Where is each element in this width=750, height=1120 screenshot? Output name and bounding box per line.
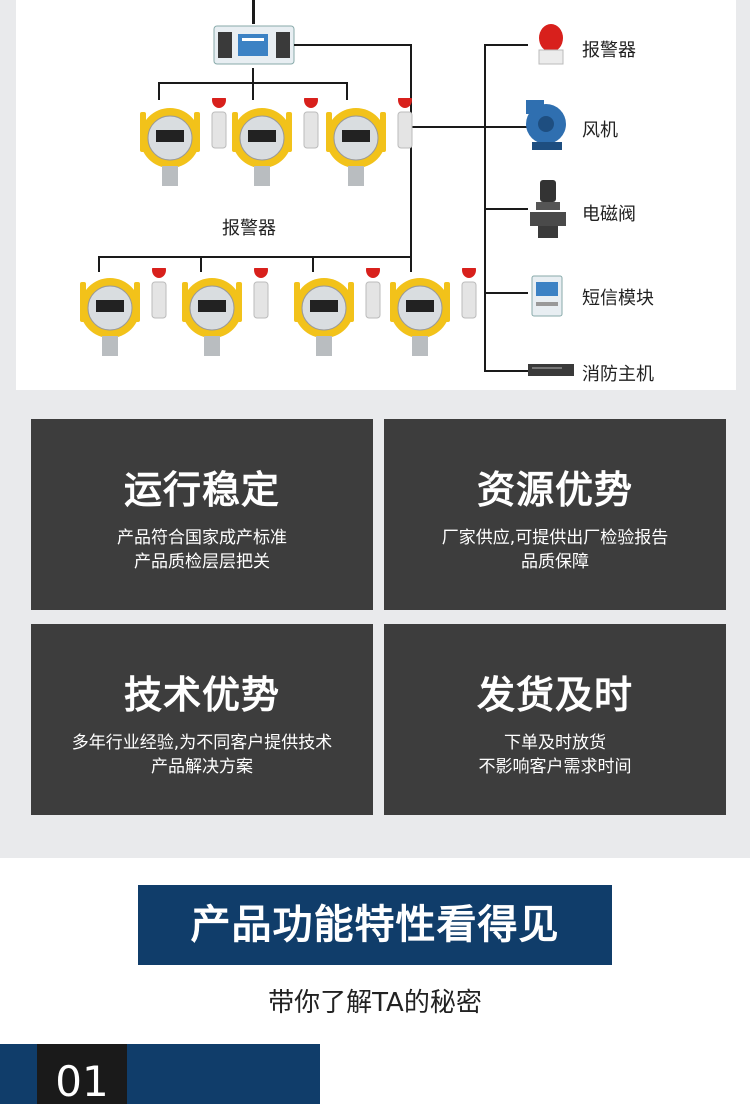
card-title: 发货及时: [476, 673, 633, 717]
gas-detector-icon: [390, 268, 477, 356]
gas-detector-icon: [80, 268, 167, 356]
gas-detector-icon: [326, 98, 413, 186]
feature-card-tech: 技术优势 多年行业经验,为不同客户提供技术 产品解决方案: [31, 624, 373, 815]
gas-detector-icon: [294, 268, 381, 356]
card-line: 产品质检层层把关: [134, 552, 270, 572]
feature-card-stable: 运行稳定 产品符合国家成产标准 产品质检层层把关: [31, 419, 373, 610]
output-label: 报警器: [582, 40, 636, 61]
gas-detector-icon: [182, 268, 269, 356]
fire-host-icon: [528, 364, 574, 376]
card-line: 产品解决方案: [151, 757, 253, 777]
card-line: 下单及时放货: [504, 733, 606, 753]
section-banner-title: 产品功能特性看得见: [138, 885, 612, 965]
section-number: 01: [37, 1044, 127, 1106]
card-title: 运行稳定: [123, 468, 280, 512]
card-line: 不影响客户需求时间: [478, 757, 632, 777]
gas-detector-icon: [140, 98, 227, 186]
feature-card-delivery: 发货及时 下单及时放货 不影响客户需求时间: [384, 624, 726, 815]
fan-icon: [526, 100, 566, 150]
output-label: 风机: [582, 120, 618, 141]
feature-card-resource: 资源优势 厂家供应,可提供出厂检验报告 品质保障: [384, 419, 726, 610]
gas-detector-icon: [232, 98, 319, 186]
solenoid-valve-icon: [530, 180, 566, 238]
wiring-diagram: 报警器: [16, 0, 736, 390]
section-subtitle: 带你了解TA的秘密: [268, 988, 482, 1018]
card-line: 厂家供应,可提供出厂检验报告: [441, 528, 669, 548]
top-wire: [252, 0, 255, 24]
output-label: 消防主机: [582, 364, 654, 385]
card-title: 技术优势: [123, 673, 280, 717]
card-line: 品质保障: [521, 552, 589, 572]
controller-module-icon: [213, 25, 295, 65]
output-label: 短信模块: [582, 288, 654, 309]
sms-module-icon: [531, 275, 563, 317]
card-title: 资源优势: [476, 468, 633, 512]
card-line: 产品符合国家成产标准: [117, 528, 287, 548]
output-label: 电磁阀: [582, 204, 636, 225]
alarm-label: 报警器: [222, 218, 276, 239]
card-line: 多年行业经验,为不同客户提供技术: [71, 733, 333, 753]
alarm-light-icon: [538, 24, 564, 65]
